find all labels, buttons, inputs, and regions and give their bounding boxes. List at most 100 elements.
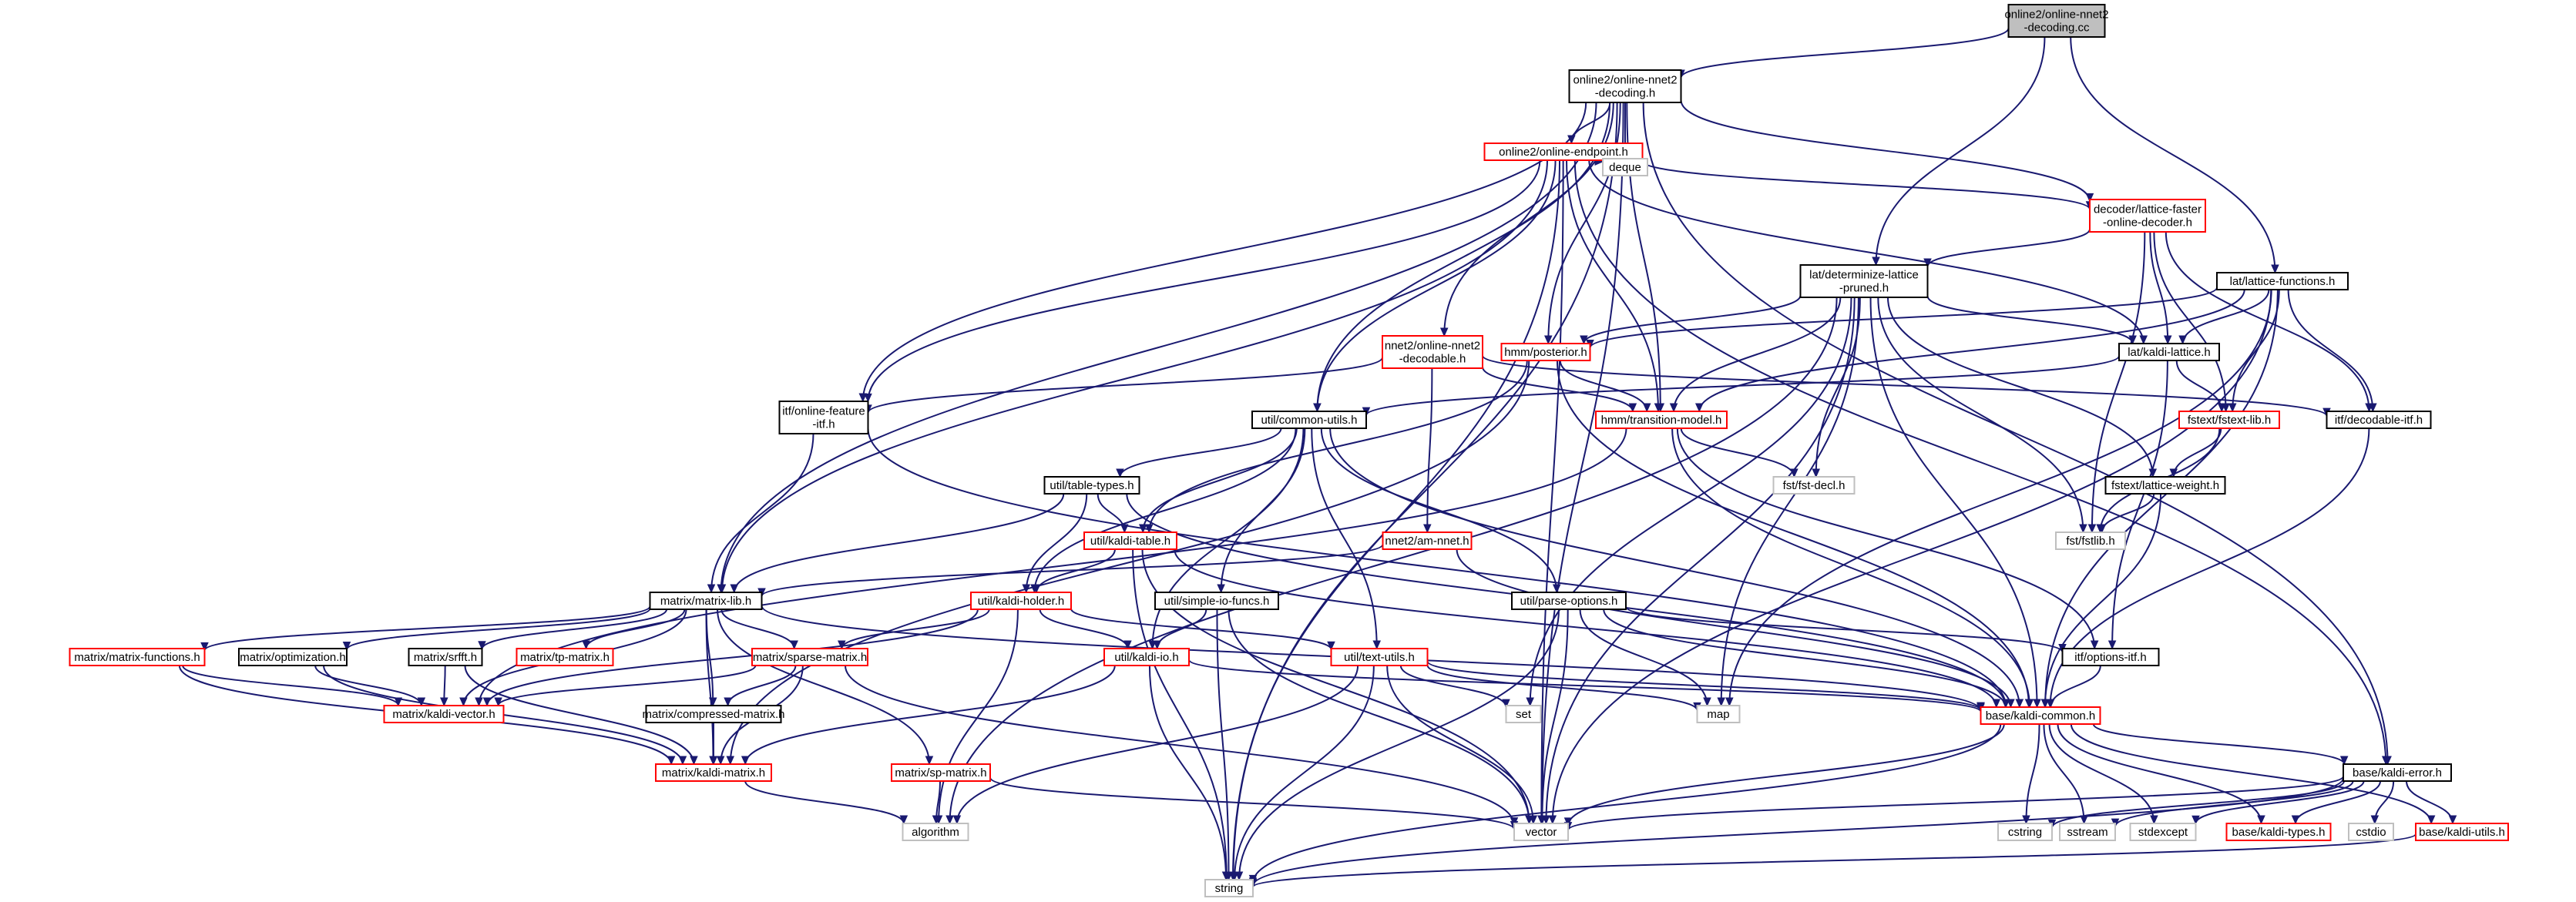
- edge-arrowhead: [790, 640, 798, 650]
- node-simpleio[interactable]: util/simple-io-funcs.h: [1154, 592, 1279, 610]
- node-fstextlib[interactable]: fstext/fstext-lib.h: [2178, 411, 2280, 429]
- node-optim[interactable]: matrix/optimization.h: [238, 648, 348, 666]
- node-kaldilattice[interactable]: lat/kaldi-lattice.h: [2118, 343, 2220, 361]
- node-posterior[interactable]: hmm/posterior.h: [1500, 343, 1591, 361]
- edge-arrowhead: [582, 640, 590, 650]
- dependency-edge: [1642, 102, 2389, 765]
- node-kalditable[interactable]: util/kaldi-table.h: [1083, 531, 1177, 550]
- node-decoding-h[interactable]: online2/online-nnet2-decoding.h: [1568, 69, 1682, 103]
- node-label: cstdio: [2356, 826, 2386, 839]
- dependency-edge: [1033, 428, 1297, 593]
- node-box: [1103, 648, 1190, 666]
- dependency-edge: [1316, 159, 1557, 412]
- dependency-edge: [1188, 659, 1982, 713]
- graph-edges: [178, 28, 2457, 888]
- node-optionsitf[interactable]: itf/options-itf.h: [2061, 648, 2160, 666]
- node-tabletypes[interactable]: util/table-types.h: [1043, 476, 1140, 495]
- node-amnnet[interactable]: nnet2/am-nnet.h: [1382, 531, 1473, 550]
- node-kaldiholder[interactable]: util/kaldi-holder.h: [970, 592, 1072, 610]
- dependency-edge: [867, 159, 1541, 402]
- node-kaldiutils[interactable]: base/kaldi-utils.h: [2415, 823, 2509, 841]
- node-label: base/kaldi-types.h: [2232, 826, 2326, 839]
- node-label: util/table-types.h: [1050, 479, 1134, 492]
- edge-arrowhead: [478, 641, 486, 650]
- edge-arrowhead: [1694, 403, 1704, 413]
- node-box: [2118, 343, 2220, 361]
- node-label: matrix/sparse-matrix.h: [753, 651, 867, 664]
- node-box: [2104, 476, 2226, 495]
- node-kaldimatrix[interactable]: matrix/kaldi-matrix.h: [655, 763, 772, 782]
- dependency-edge: [1311, 428, 1378, 649]
- node-label: matrix/optimization.h: [240, 651, 346, 664]
- node-label: matrix/matrix-lib.h: [660, 595, 751, 608]
- edge-arrowhead: [741, 756, 750, 766]
- node-box: [383, 705, 505, 723]
- node-latfunc[interactable]: lat/lattice-functions.h: [2216, 272, 2349, 290]
- node-determinize[interactable]: lat/determinize-lattice-pruned.h: [1799, 264, 1929, 298]
- edge-arrowhead: [899, 815, 908, 825]
- node-endpoint[interactable]: online2/online-endpoint.h: [1483, 143, 1644, 161]
- node-onlinefeat[interactable]: itf/online-feature-itf.h: [778, 401, 869, 434]
- node-label: matrix/kaldi-vector.h: [392, 708, 495, 721]
- node-kaldicommon[interactable]: base/kaldi-common.h: [1980, 706, 2101, 725]
- node-box: [1696, 705, 1741, 723]
- dependency-edge: [314, 665, 422, 706]
- edge-arrowhead: [678, 756, 687, 766]
- node-transition[interactable]: hmm/transition-model.h: [1595, 411, 1728, 429]
- edge-arrowhead: [838, 640, 846, 650]
- edge-arrowhead: [925, 756, 934, 766]
- node-label: matrix/kaldi-matrix.h: [662, 766, 765, 780]
- node-textutils[interactable]: util/text-utils.h: [1330, 648, 1429, 666]
- node-matrixfunc[interactable]: matrix/matrix-functions.h: [69, 648, 206, 666]
- dependency-edge: [938, 609, 1019, 824]
- node-kaldytypes[interactable]: base/kaldi-types.h: [2225, 823, 2332, 841]
- dependency-edge: [1320, 428, 1558, 593]
- dependency-edge: [1238, 609, 1560, 880]
- dependency-edge: [744, 780, 905, 824]
- dependency-edge: [1566, 159, 1659, 412]
- node-decodable2[interactable]: nnet2/online-nnet2-decodable.h: [1382, 335, 1483, 369]
- node-fstlib: fst/fstlib.h: [2055, 531, 2126, 550]
- node-root[interactable]: online2/online-nnet2-decoding.cc: [2004, 4, 2109, 38]
- edge-arrowhead: [2139, 335, 2148, 345]
- dependency-edge: [2114, 780, 2354, 827]
- dependency-edge: [1329, 428, 2020, 708]
- node-tpmatrix[interactable]: matrix/tp-matrix.h: [516, 648, 614, 666]
- node-label: nnet2/am-nnet.h: [1385, 535, 1469, 548]
- edge-arrowhead: [2448, 815, 2457, 825]
- node-label: fst/fst-decl.h: [1783, 479, 1846, 492]
- node-box: [2326, 411, 2432, 429]
- node-label: util/kaldi-io.h: [1114, 651, 1178, 664]
- node-parseopt[interactable]: util/parse-options.h: [1511, 592, 1627, 610]
- node-kaldierror[interactable]: base/kaldi-error.h: [2343, 763, 2452, 782]
- node-compressed[interactable]: matrix/compressed-matrix.h: [642, 705, 785, 723]
- dependency-edge: [1545, 297, 1856, 824]
- node-sparse[interactable]: matrix/sparse-matrix.h: [751, 648, 868, 666]
- node-srfft[interactable]: matrix/srfft.h: [408, 648, 483, 666]
- node-stdexcept: stdexcept: [2129, 823, 2197, 841]
- node-kaldivector[interactable]: matrix/kaldi-vector.h: [383, 705, 505, 723]
- dependency-edge: [1869, 297, 2038, 708]
- node-box: [1602, 158, 1648, 176]
- node-kaldiio[interactable]: util/kaldi-io.h: [1103, 648, 1190, 666]
- dependency-edge: [2070, 723, 2433, 824]
- dependency-edge: [729, 360, 1530, 765]
- node-label: fstext/fstext-lib.h: [2188, 414, 2271, 427]
- dependency-edge: [203, 605, 651, 652]
- node-latfaster[interactable]: decoder/lattice-faster-online-decoder.h: [2089, 199, 2206, 233]
- edge-arrowhead: [475, 697, 483, 707]
- node-spmatrix[interactable]: matrix/sp-matrix.h: [891, 763, 991, 782]
- node-matrixlib[interactable]: matrix/matrix-lib.h: [649, 592, 763, 610]
- node-sstream: sstream: [2059, 823, 2116, 841]
- node-latweight[interactable]: fstext/lattice-weight.h: [2104, 476, 2226, 495]
- edge-arrowhead: [342, 641, 351, 651]
- node-label: matrix/tp-matrix.h: [520, 651, 610, 664]
- node-commonutils[interactable]: util/common-utils.h: [1251, 411, 1367, 429]
- edge-arrowhead: [932, 815, 941, 825]
- node-label: lat/lattice-functions.h: [2230, 275, 2336, 288]
- node-decodableitf[interactable]: itf/decodable-itf.h: [2326, 411, 2432, 429]
- dependency-edge: [1443, 102, 1614, 337]
- node-label: deque: [1609, 161, 1641, 174]
- dependency-edge: [2044, 493, 2162, 708]
- dependency-edge: [2295, 780, 2381, 824]
